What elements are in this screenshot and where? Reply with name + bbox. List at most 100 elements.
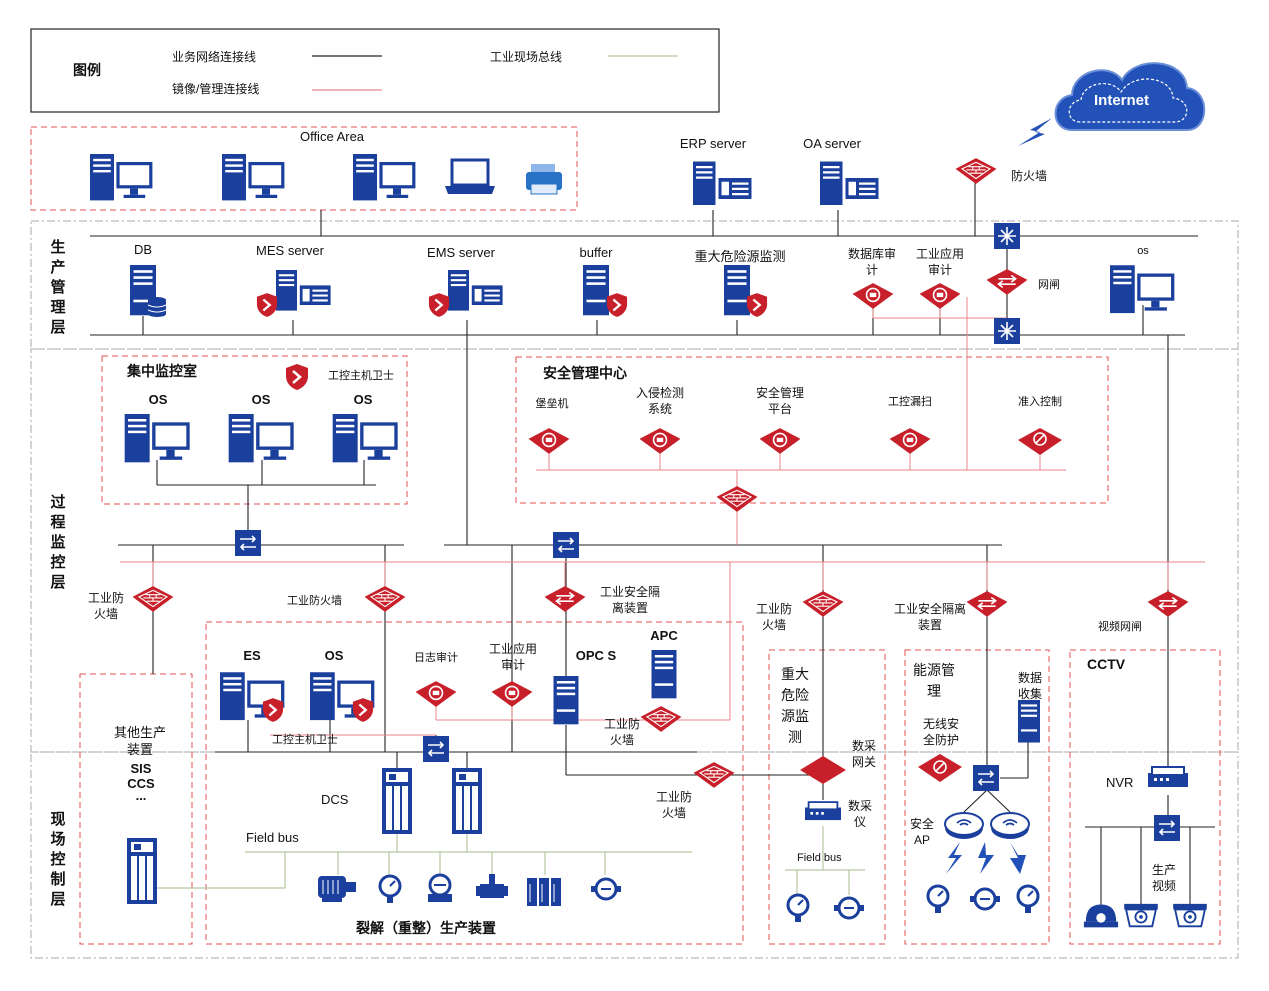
energy-switch-icon xyxy=(973,765,999,791)
hazard-gauge-1-icon xyxy=(786,893,810,923)
core-switch-bottom-icon xyxy=(994,318,1020,344)
wireless-bolt-3-icon xyxy=(1010,842,1026,874)
hazard-fieldbus-label: Field bus xyxy=(797,852,842,864)
cctv-video-label: 生产视频 xyxy=(1151,863,1176,893)
laptop-icon xyxy=(445,158,495,194)
energy-gauge-3-icon xyxy=(1016,884,1040,914)
control-guard-label: 工控主机卫士 xyxy=(328,370,394,382)
hazard-server-icon xyxy=(724,265,750,316)
db-cylinder-icon xyxy=(147,297,167,317)
ems-guard-shield-icon xyxy=(428,292,450,318)
office-pc-3-icon xyxy=(353,154,416,201)
mes-guard-shield-icon xyxy=(256,292,278,318)
gateway-label: 网闸 xyxy=(1038,279,1060,291)
other-title: 其他生产装置 xyxy=(113,725,166,757)
ids-icon xyxy=(638,427,682,455)
ccs-label: CCS xyxy=(127,776,155,791)
field-firewall-icon xyxy=(692,761,736,789)
soc-title: 安全管理中心 xyxy=(543,365,627,381)
cracking-app-audit-label: 工业应用审计 xyxy=(488,642,537,672)
core-switch-top-icon xyxy=(994,223,1020,249)
hazard-devices xyxy=(786,756,864,923)
sis-ccs-controller-icon xyxy=(127,838,157,904)
mes-server-icon xyxy=(276,270,331,311)
fw-apc-label: 工业防火墙 xyxy=(604,717,641,747)
hazard-meter-label: 数采仪 xyxy=(848,799,873,829)
pressure-gauge-1-icon xyxy=(378,874,402,904)
energy-zone xyxy=(904,649,1050,945)
wips-icon xyxy=(918,754,962,782)
layer-field-control: 现场控制层 xyxy=(50,811,66,908)
db-audit-icon xyxy=(851,282,895,310)
safety-ap-1-icon xyxy=(944,812,984,840)
internet-label: Internet xyxy=(1094,92,1150,109)
mgmt-os-label: os xyxy=(1137,245,1149,257)
cracking-guard-label: 工控主机卫士 xyxy=(272,734,338,746)
scanner-icon xyxy=(888,427,932,455)
energy-title: 能源管理 xyxy=(913,662,955,699)
control-room-title: 集中监控室 xyxy=(127,363,197,379)
tank-icon xyxy=(527,878,561,906)
internet-cloud xyxy=(1018,62,1206,146)
scanner-label: 工控漏扫 xyxy=(888,396,932,408)
apc-server-icon xyxy=(651,650,677,699)
fw-left-label: 工业防火墙 xyxy=(88,591,125,621)
energy-gauge-1-icon xyxy=(926,884,950,914)
bastion-icon xyxy=(527,427,571,455)
layer-production-mgmt: 生产管理层 xyxy=(50,239,66,336)
nvr-icon xyxy=(1148,765,1188,789)
db-audit-label: 数据库审计 xyxy=(847,247,896,277)
fw-field-label: 工业防火墙 xyxy=(656,790,693,820)
safety-ap-2-icon xyxy=(990,812,1030,840)
log-audit-label: 日志审计 xyxy=(414,652,458,664)
acquisition-gateway-icon xyxy=(800,756,846,784)
gateway-icon xyxy=(985,268,1029,296)
control-os-3-label: OS xyxy=(353,392,373,407)
cctv-zone xyxy=(1069,649,1221,945)
valve-icon xyxy=(476,874,508,898)
app-audit-label: 工业应用审计 xyxy=(915,247,964,277)
soc-zone xyxy=(515,356,1109,504)
office-pc-1-icon xyxy=(90,154,153,201)
office-pc-2-icon xyxy=(222,154,285,201)
app-audit-icon xyxy=(918,282,962,310)
hazard-zone xyxy=(768,649,886,945)
nvr-label: NVR xyxy=(1106,775,1134,790)
dome-camera-icon xyxy=(1083,904,1119,928)
control-os-3-icon xyxy=(332,414,398,463)
buffer-server-icon xyxy=(583,265,609,316)
mgmt-devices xyxy=(130,223,1175,344)
control-switch-icon xyxy=(235,530,261,556)
dcs-controller-2-icon xyxy=(452,768,482,834)
cracking-devices xyxy=(220,650,736,906)
layer-process-monitor: 过程监控层 xyxy=(50,494,66,591)
dcs-controller-1-icon xyxy=(382,768,412,834)
camera-1-icon xyxy=(1123,902,1159,928)
db-label: DB xyxy=(133,242,153,257)
internet-firewall-icon xyxy=(954,157,998,185)
isolation-energy-label: 工业安全隔离装置 xyxy=(894,602,967,632)
oa-server-icon xyxy=(820,161,879,205)
energy-devices xyxy=(918,700,1040,914)
legend-mirror-line: 镜像/管理连接线 xyxy=(172,82,260,96)
ems-server-icon xyxy=(448,270,503,311)
es-guard-shield-icon xyxy=(262,697,284,723)
control-os-2-icon xyxy=(228,414,294,463)
motor-icon xyxy=(318,876,356,902)
more-label: ... xyxy=(135,788,147,803)
legend-box xyxy=(30,28,720,113)
hazard-meter-2-icon xyxy=(834,896,864,920)
video-gateway-label: 视频网闸 xyxy=(1098,621,1142,633)
legend-fieldbus-line: 工业现场总线 xyxy=(490,50,563,64)
opcs-server-icon xyxy=(553,676,579,725)
ids-label: 入侵检测系统 xyxy=(636,386,685,416)
wireless-bolt-2-icon xyxy=(978,842,994,874)
soc-firewall-icon xyxy=(715,485,759,513)
energy-collect-label: 数据收集 xyxy=(1017,671,1042,701)
office-devices xyxy=(90,154,562,201)
mirror-lines xyxy=(120,297,1205,736)
control-room-zone xyxy=(101,355,408,505)
legend-business-line: 业务网络连接线 xyxy=(172,50,257,64)
log-audit-icon xyxy=(414,680,458,708)
cracking-switch-icon xyxy=(423,736,449,762)
